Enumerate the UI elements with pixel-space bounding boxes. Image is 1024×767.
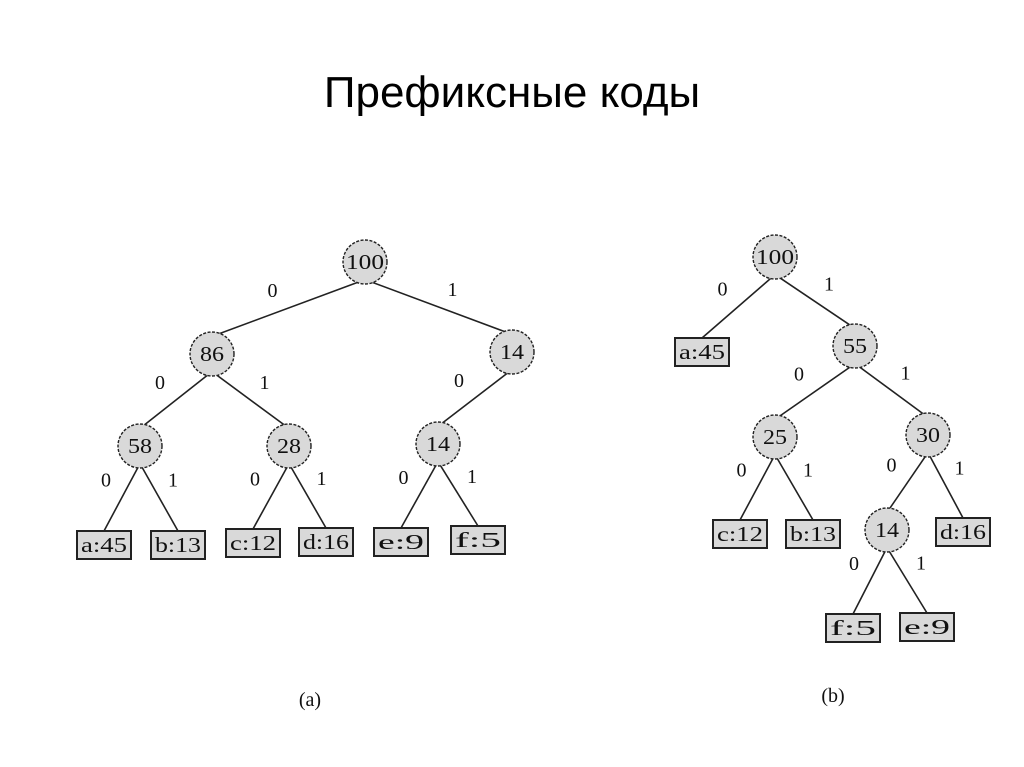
internal-node: 100 bbox=[342, 239, 388, 285]
node-label: 25 bbox=[763, 425, 787, 449]
node-label: e:9 bbox=[378, 530, 424, 554]
node-label: 86 bbox=[200, 342, 224, 366]
node-label: e:9 bbox=[904, 615, 950, 639]
tree-edge bbox=[437, 368, 513, 428]
slide-title: Префиксные коды bbox=[323, 68, 701, 117]
node-label: a:45 bbox=[81, 533, 127, 557]
node-label: 100 bbox=[756, 245, 794, 269]
node-label: 58 bbox=[128, 434, 152, 458]
leaf-node: e:9 bbox=[899, 612, 955, 642]
edge-label: 0 bbox=[794, 364, 804, 386]
edge-label: 0 bbox=[718, 279, 728, 301]
edge-label: 0 bbox=[737, 460, 747, 482]
node-label: a:45 bbox=[679, 340, 725, 364]
tree-edge bbox=[103, 463, 141, 532]
leaf-node: a:45 bbox=[674, 337, 730, 367]
leaf-node: f:5 bbox=[450, 525, 506, 555]
internal-node: 30 bbox=[905, 412, 951, 458]
internal-node: 86 bbox=[189, 331, 235, 377]
node-label: 14 bbox=[426, 432, 451, 456]
tree-edge bbox=[701, 273, 776, 339]
edge-label: 0 bbox=[250, 469, 260, 491]
internal-node: 58 bbox=[117, 423, 163, 469]
tree-edge bbox=[400, 461, 439, 529]
leaf-node: c:12 bbox=[225, 528, 281, 558]
node-label: 28 bbox=[277, 434, 301, 458]
node-label: 14 bbox=[875, 518, 900, 542]
node-label: c:12 bbox=[717, 522, 763, 546]
tree-edge bbox=[211, 278, 366, 338]
edge-label: 1 bbox=[824, 274, 834, 296]
edge-label: 1 bbox=[901, 363, 911, 385]
edge-label: 0 bbox=[155, 372, 165, 394]
node-label: 14 bbox=[500, 340, 525, 364]
node-label: f:5 bbox=[830, 616, 876, 640]
node-label: f:5 bbox=[455, 528, 501, 552]
edge-label: 1 bbox=[317, 468, 327, 490]
tree-edge bbox=[739, 454, 776, 521]
tree-edge bbox=[288, 463, 327, 529]
leaf-node: b:13 bbox=[150, 530, 206, 560]
edge-label: 1 bbox=[260, 372, 270, 394]
tree-edge bbox=[139, 370, 213, 430]
edge-label: 1 bbox=[168, 470, 178, 492]
edge-label: 0 bbox=[101, 470, 111, 492]
tree-edge bbox=[927, 452, 964, 519]
internal-node: 25 bbox=[752, 414, 798, 460]
edge-label: 1 bbox=[803, 460, 813, 482]
internal-node: 28 bbox=[266, 423, 312, 469]
node-label: 30 bbox=[916, 423, 940, 447]
leaf-node: a:45 bbox=[76, 530, 132, 560]
tree-edge bbox=[852, 547, 888, 615]
leaf-node: c:12 bbox=[712, 519, 768, 549]
node-label: b:13 bbox=[790, 522, 836, 546]
tree-edge bbox=[252, 463, 290, 530]
leaf-node: f:5 bbox=[825, 613, 881, 643]
leaf-node: b:13 bbox=[785, 519, 841, 549]
node-label: d:16 bbox=[303, 530, 349, 554]
edge-label: 1 bbox=[467, 466, 477, 488]
edge-label: 0 bbox=[268, 280, 278, 302]
node-label: b:13 bbox=[155, 533, 201, 557]
edge-label: 0 bbox=[454, 370, 464, 392]
tree-edge bbox=[886, 547, 928, 614]
node-label: 55 bbox=[843, 334, 867, 358]
edge-label: 1 bbox=[448, 279, 458, 301]
tree-caption: (b) bbox=[821, 685, 844, 707]
node-label: c:12 bbox=[230, 531, 276, 555]
internal-node: 14 bbox=[415, 421, 461, 467]
internal-node: 14 bbox=[864, 507, 910, 553]
tree-edge bbox=[774, 273, 856, 330]
edge-label: 1 bbox=[916, 553, 926, 575]
edge-label: 0 bbox=[399, 467, 409, 489]
leaf-node: e:9 bbox=[373, 527, 429, 557]
tree-edge bbox=[364, 278, 513, 336]
internal-node: 14 bbox=[489, 329, 535, 375]
tree-edge bbox=[139, 463, 179, 532]
tree-b: 0 1 0 1 0 1 0 1 0 1 100 a:45 55 25 30 c:12 b:13 14 d:16 f:5… bbox=[674, 234, 991, 707]
tree-edge bbox=[774, 454, 814, 521]
tree-edge bbox=[211, 370, 290, 430]
tree-edge bbox=[854, 362, 929, 419]
node-label: d:16 bbox=[940, 520, 986, 544]
node-label: 100 bbox=[346, 250, 384, 274]
leaf-node: d:16 bbox=[298, 527, 354, 557]
leaf-node: d:16 bbox=[935, 517, 991, 547]
internal-node: 100 bbox=[752, 234, 798, 280]
internal-node: 55 bbox=[832, 323, 878, 369]
edge-label: 1 bbox=[955, 458, 965, 480]
edge-label: 0 bbox=[849, 553, 859, 575]
tree-caption: (a) bbox=[299, 689, 321, 711]
tree-edge bbox=[437, 461, 479, 527]
edge-label: 0 bbox=[887, 455, 897, 477]
tree-edge bbox=[886, 452, 929, 513]
tree-edge bbox=[774, 362, 856, 421]
